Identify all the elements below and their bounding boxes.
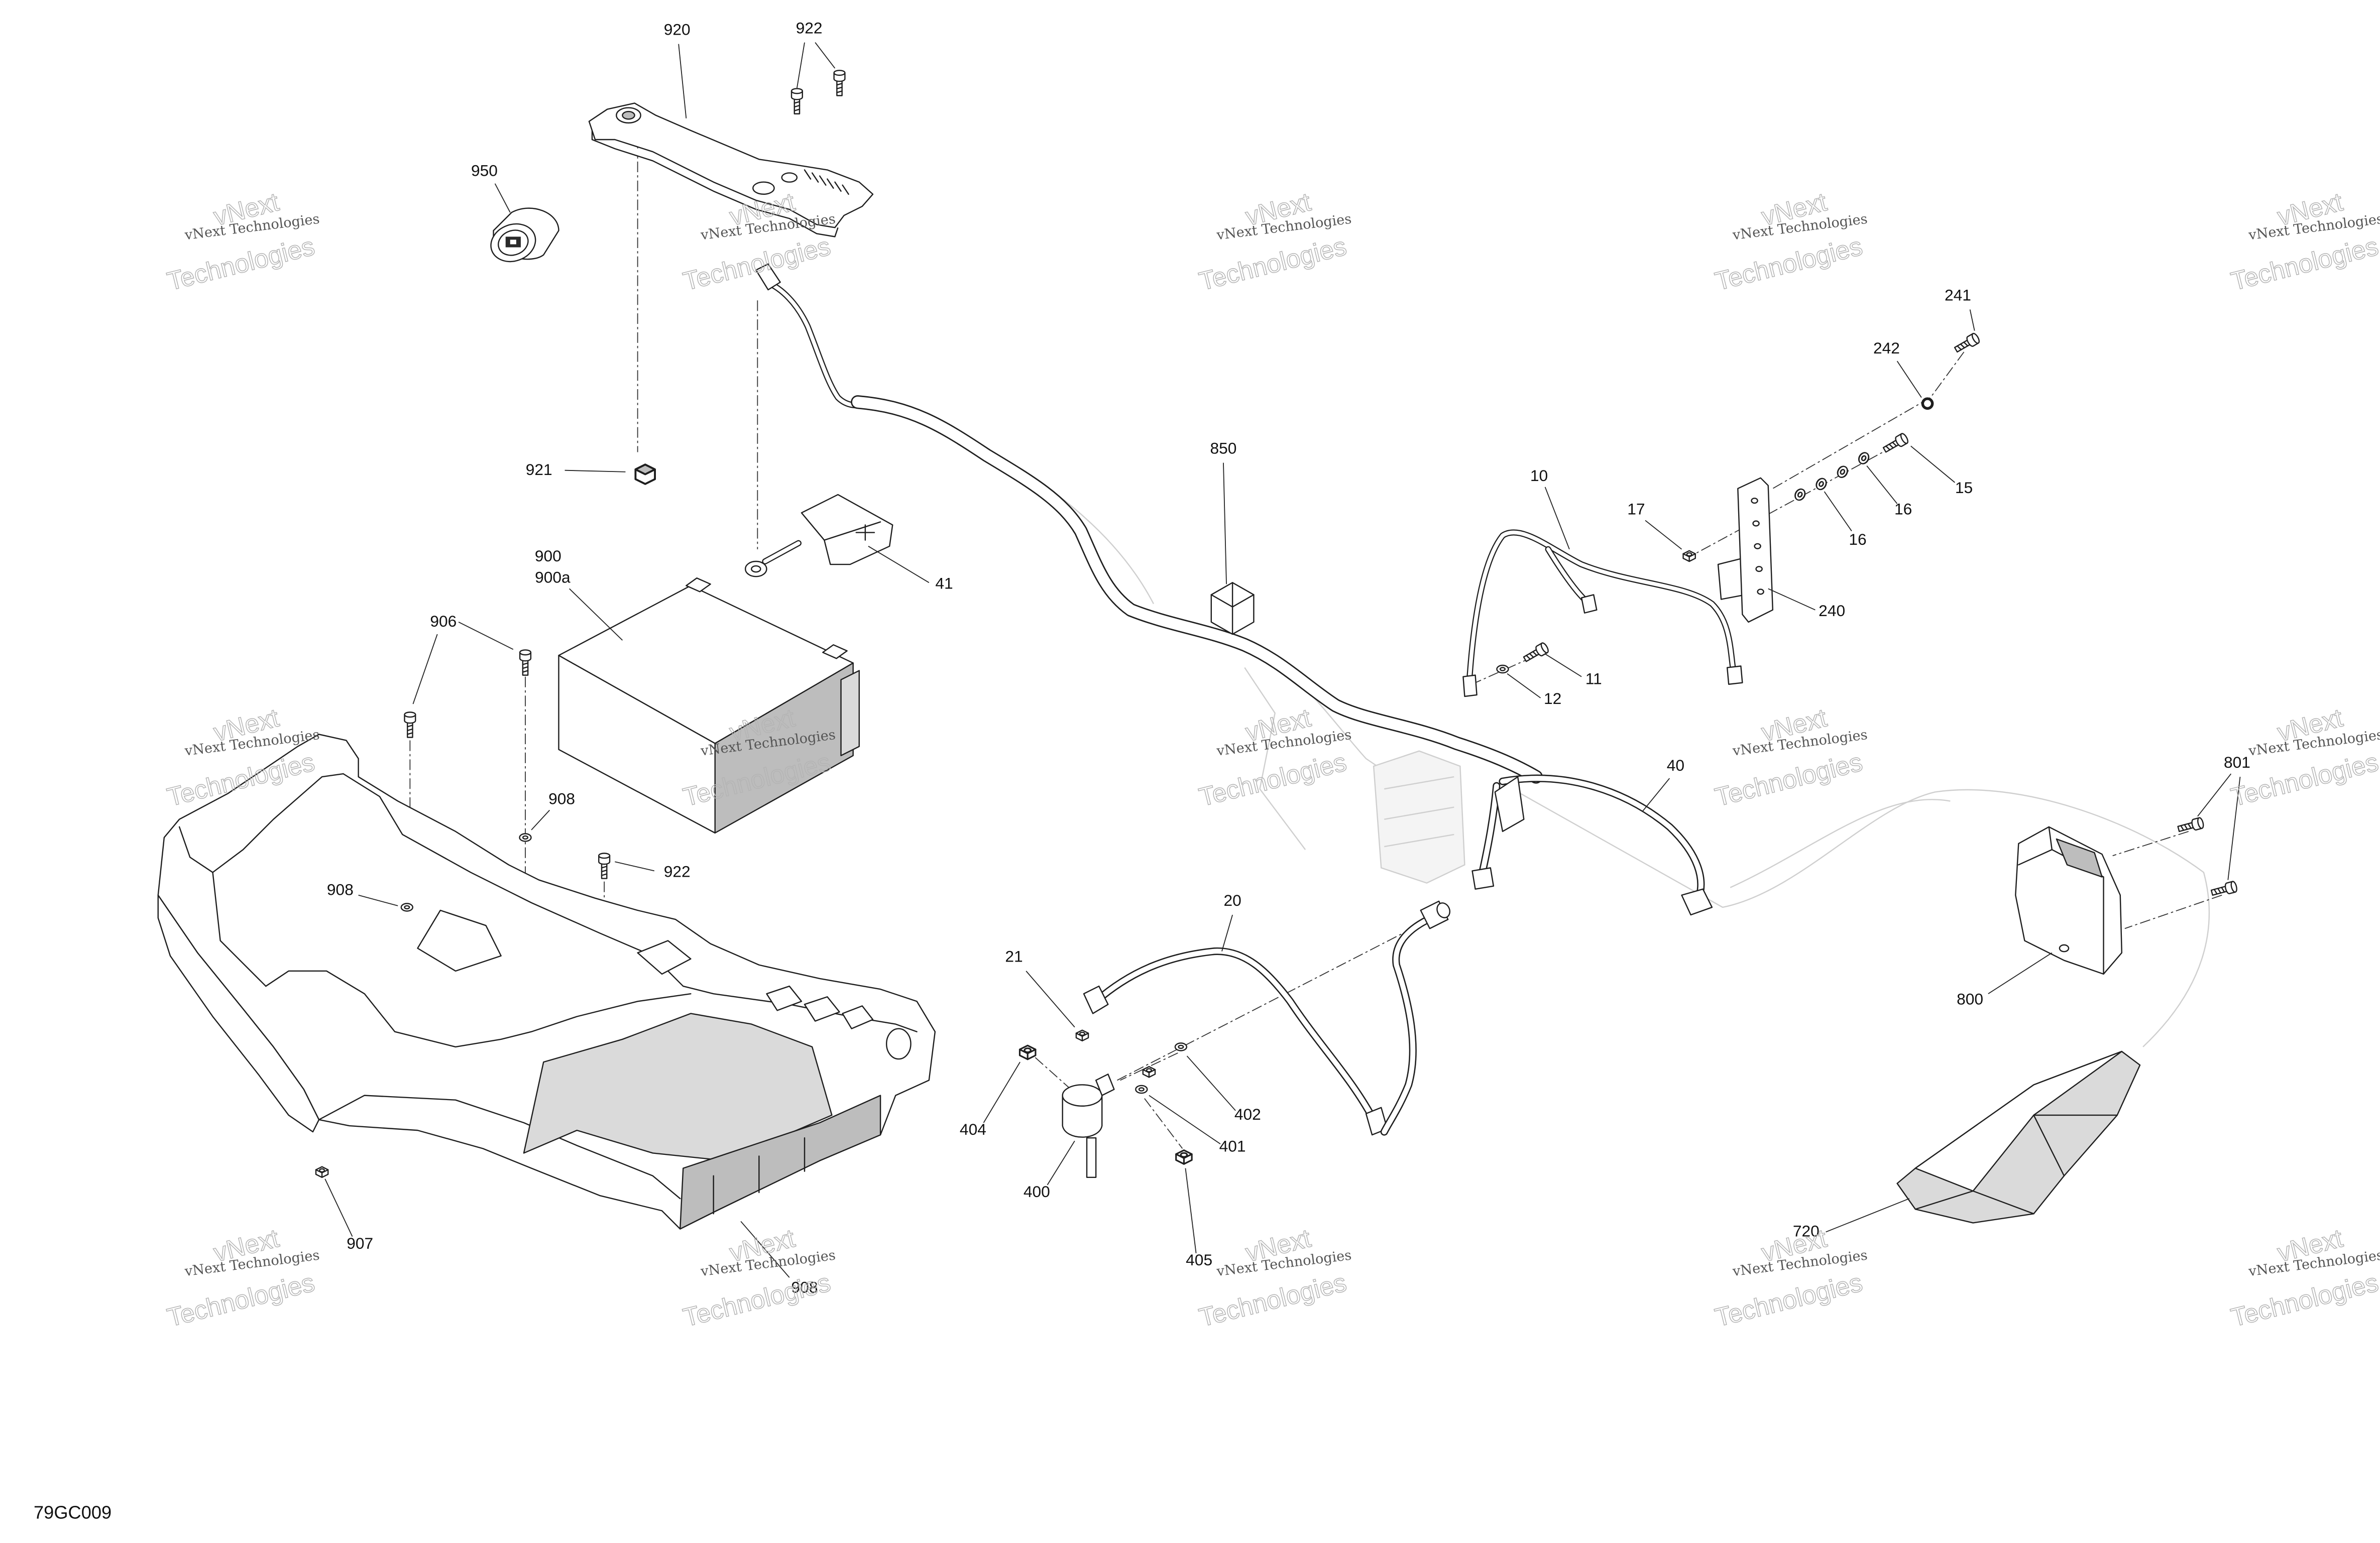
callout-906: 906: [430, 612, 457, 630]
battery-900: [558, 577, 860, 834]
washer-12: [1496, 664, 1509, 674]
wiring-harness-850: [755, 263, 1543, 784]
callout-921: 921: [526, 460, 552, 479]
callout-908-bottom: 908: [791, 1278, 818, 1296]
washer-908-a: [519, 833, 532, 842]
bolt-906-b: [404, 711, 416, 738]
callout-242: 242: [1873, 339, 1900, 357]
cable-20: [1083, 947, 1388, 1136]
cable-40: [1471, 774, 1713, 916]
callout-20: 20: [1223, 891, 1241, 909]
watermark: vNext Technologies vNext Technologies: [1712, 187, 1869, 296]
cable-10: [1462, 529, 1743, 697]
watermark: vNext Technologies vNext Technologies: [1196, 187, 1352, 296]
callout-850: 850: [1210, 439, 1237, 457]
power-socket-950: [490, 207, 559, 263]
module-800: [2015, 826, 2122, 975]
washer-242: [1921, 397, 1934, 410]
washer-402: [1174, 1042, 1188, 1051]
watermark: vNext Technologies vNext Technologies: [1196, 703, 1352, 812]
callouts: 920 922 950 921 900 900a 41 906 908 922 …: [327, 19, 2250, 1296]
callout-801: 801: [2224, 753, 2250, 771]
leader-lines: [324, 42, 2241, 1278]
terminal-cover-41: [801, 494, 893, 565]
bracket-240: [1717, 477, 1774, 623]
ghost-harness: [971, 439, 2210, 1047]
nut-402: [1142, 1065, 1156, 1078]
callout-401: 401: [1219, 1137, 1246, 1155]
bolt-906-a: [519, 649, 532, 676]
bolt-15: [1881, 432, 1910, 455]
callout-40: 40: [1667, 756, 1684, 774]
bolt-922-top-b: [833, 69, 846, 96]
nut-404: [1018, 1044, 1037, 1060]
callout-404: 404: [960, 1120, 986, 1138]
watermark: vNext Technologies vNext Technologies: [2228, 1223, 2380, 1333]
callout-908-left: 908: [327, 881, 354, 899]
bolt-922-lower: [598, 853, 611, 879]
watermark: vNext Technologies vNext Technologies: [1712, 703, 1869, 812]
watermark: vNext Technologies vNext Technologies: [164, 187, 320, 296]
watermark: vNext Technologies vNext Technologies: [680, 1223, 837, 1333]
drawing-reference-code: 79GC009: [34, 1502, 111, 1523]
callout-16-a: 16: [1894, 500, 1912, 518]
watermark: vNext Technologies vNext Technologies: [2228, 703, 2380, 812]
watermark: vNext Technologies vNext Technologies: [164, 703, 320, 812]
bolt-241: [1952, 331, 1981, 355]
nut-921: [634, 463, 656, 485]
callout-240: 240: [1819, 602, 1845, 620]
battery-tray: [157, 734, 936, 1230]
callout-17: 17: [1627, 500, 1645, 518]
callout-907: 907: [347, 1234, 373, 1252]
callout-922-lower: 922: [664, 863, 691, 881]
headlight-720: [1896, 1050, 2141, 1224]
nut-17: [1682, 550, 1696, 562]
watermark: vNext Technologies vNext Technologies: [2228, 187, 2380, 296]
callout-15: 15: [1955, 479, 1973, 497]
nut-405: [1175, 1149, 1193, 1165]
callout-922-top: 922: [796, 19, 823, 37]
callout-21: 21: [1005, 947, 1023, 966]
bolt-922-top-a: [790, 88, 803, 114]
callout-11: 11: [1585, 670, 1602, 688]
washer-16-c: [1814, 476, 1829, 492]
callout-402: 402: [1234, 1105, 1261, 1123]
washer-401: [1135, 1085, 1148, 1094]
callout-12: 12: [1544, 689, 1561, 707]
cable-ground: [1380, 900, 1451, 1136]
callout-720: 720: [1793, 1222, 1820, 1240]
callout-41: 41: [935, 574, 953, 592]
washer-16-d: [1792, 487, 1808, 503]
callout-800: 800: [1957, 990, 1983, 1008]
watermark: vNext Technologies vNext Technologies: [164, 1223, 320, 1333]
callout-16-b: 16: [1849, 530, 1866, 548]
callout-908-right: 908: [548, 789, 575, 807]
callout-241: 241: [1945, 286, 1971, 304]
callout-900: 900: [535, 547, 561, 565]
nut-907: [315, 1166, 329, 1178]
callout-10: 10: [1530, 466, 1548, 485]
callout-920: 920: [664, 20, 691, 38]
watermark: vNext Technologies vNext Technologies: [1712, 1223, 1869, 1333]
washer-16-a: [1856, 450, 1872, 466]
callout-400: 400: [1024, 1182, 1050, 1201]
screw-11: [1521, 641, 1550, 665]
callout-900a: 900a: [535, 568, 571, 586]
callout-950: 950: [471, 162, 498, 180]
bolt-801-b: [2210, 880, 2238, 899]
washer-908-b: [400, 903, 414, 912]
cable-terminal: [744, 540, 802, 577]
bracket-920: [588, 102, 874, 238]
callout-405: 405: [1186, 1251, 1212, 1269]
nut-21: [1075, 1029, 1089, 1042]
bolt-801-a: [2176, 816, 2205, 835]
watermark: vNext Technologies vNext Technologies: [1196, 1223, 1352, 1333]
relay-400: [1062, 1074, 1115, 1178]
